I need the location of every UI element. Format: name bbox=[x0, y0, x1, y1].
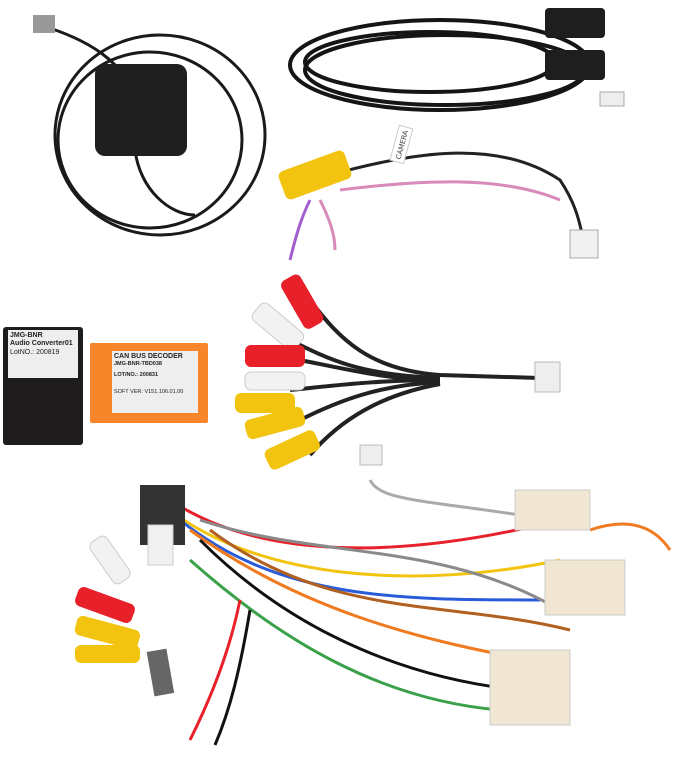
oem-connector bbox=[514, 489, 591, 531]
gps-antenna bbox=[39, 23, 267, 237]
oem-connector bbox=[489, 649, 571, 726]
gps-antenna-module bbox=[95, 64, 187, 156]
usb-connector bbox=[545, 50, 605, 80]
decoder-soft-version: SOFT VER: V151.106.01.00 bbox=[114, 388, 184, 395]
converter-lot: LotNO.: 200819 bbox=[10, 348, 60, 356]
converter-line1: JMG-BNR bbox=[10, 332, 43, 339]
decoder-label: CAN BUS DECODER JMG-BNR-TBD038 LOT/NO.: … bbox=[112, 351, 198, 413]
can-bus-decoder-box: CAN BUS DECODER JMG-BNR-TBD038 LOT/NO.: … bbox=[90, 343, 208, 423]
camera-rca-yellow bbox=[278, 150, 352, 200]
usb-connector bbox=[545, 8, 605, 38]
oem-connector bbox=[544, 559, 626, 616]
audio-converter-box: JMG-BNR Audio Converter01 LotNO.: 200819 bbox=[3, 327, 83, 445]
decoder-title: CAN BUS DECODER bbox=[114, 353, 183, 360]
decoder-model: JMG-BNR-TBD038 bbox=[114, 361, 162, 368]
main-wiring-harness bbox=[169, 479, 672, 746]
rca-audio-harness bbox=[289, 298, 541, 457]
harness-rca-plugs bbox=[74, 535, 175, 697]
gps-connector bbox=[33, 15, 55, 33]
converter-line2: Audio Converter01 bbox=[10, 340, 73, 348]
rca-plugs bbox=[235, 274, 324, 470]
decoder-lot: LOT/NO.: 200831 bbox=[114, 371, 159, 378]
audio-converter-label: JMG-BNR Audio Converter01 LotNO.: 200819 bbox=[8, 330, 78, 378]
